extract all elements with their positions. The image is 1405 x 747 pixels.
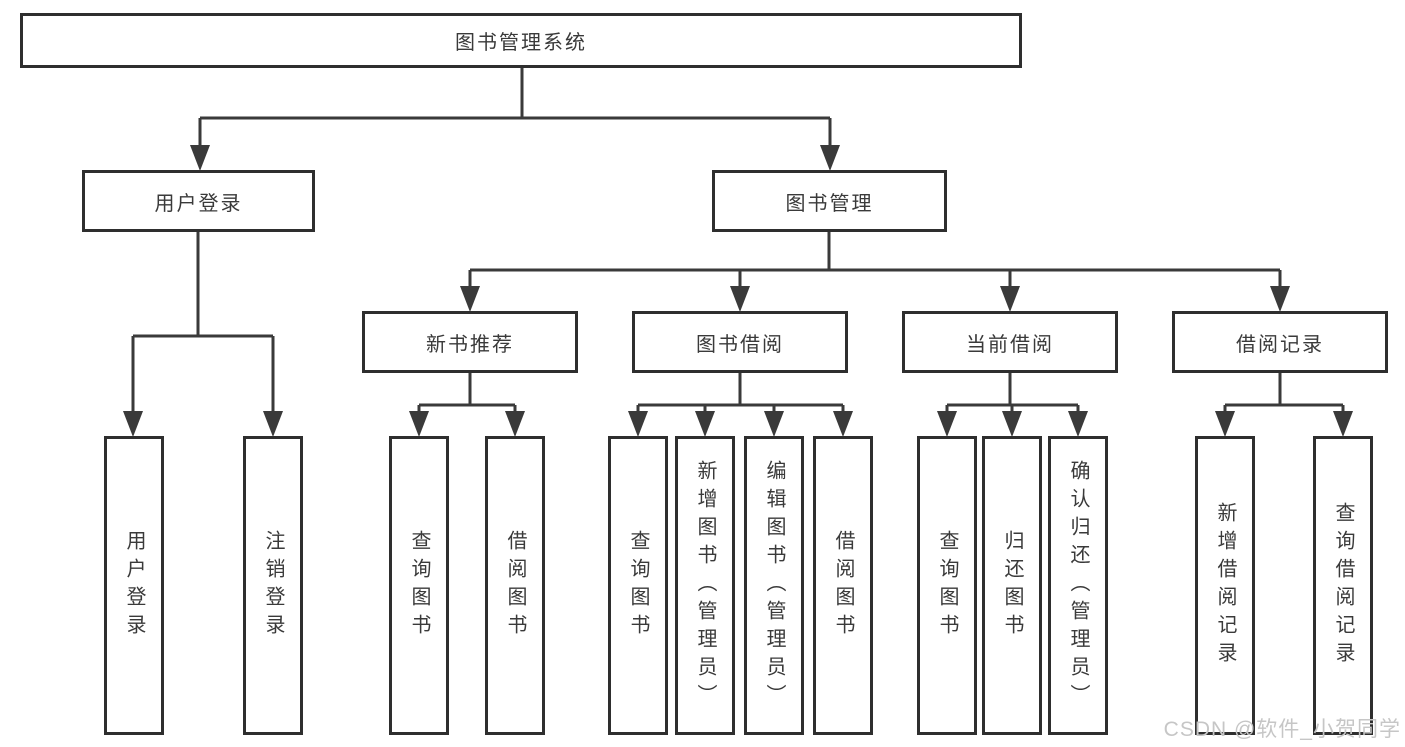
leaf-logout: 注销登录 (243, 436, 303, 735)
watermark-text: CSDN @软件_小贺同学 (1163, 718, 1401, 741)
node-borrow-records: 借阅记录 (1172, 311, 1388, 373)
leaf-confirm-return-admin: 确认归还（管理员） (1048, 436, 1108, 735)
node-book-borrow: 图书借阅 (632, 311, 848, 373)
leaf-user-login: 用户登录 (104, 436, 164, 735)
leaf-borrow-books-recommend: 借阅图书 (485, 436, 545, 735)
arrowhead-group (123, 145, 1353, 437)
node-root: 图书管理系统 (20, 13, 1022, 68)
node-user-login: 用户登录 (82, 170, 315, 232)
leaf-add-books-admin: 新增图书（管理员） (675, 436, 735, 735)
leaf-return-books: 归还图书 (982, 436, 1042, 735)
leaf-add-borrow-record: 新增借阅记录 (1195, 436, 1255, 735)
leaf-query-books-borrow: 查询图书 (608, 436, 668, 735)
leaf-query-books-current: 查询图书 (917, 436, 977, 735)
leaf-query-borrow-record: 查询借阅记录 (1313, 436, 1373, 735)
leaf-borrow-books: 借阅图书 (813, 436, 873, 735)
node-book-management: 图书管理 (712, 170, 947, 232)
node-new-book-recommend: 新书推荐 (362, 311, 578, 373)
node-current-borrow: 当前借阅 (902, 311, 1118, 373)
leaf-query-books-recommend: 查询图书 (389, 436, 449, 735)
leaf-edit-books-admin: 编辑图书（管理员） (744, 436, 804, 735)
